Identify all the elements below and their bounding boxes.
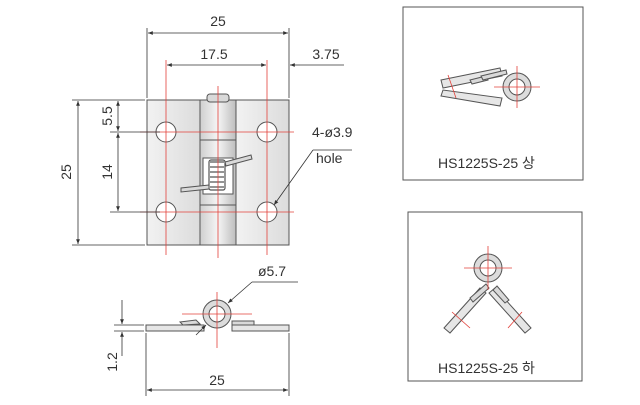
- left-leaf: [146, 99, 201, 246]
- dim-total-height: 25: [58, 99, 145, 246]
- dim-top-offset-text: 5.5: [99, 106, 115, 126]
- hole-callout-spec: 4-ø3.9: [312, 124, 353, 140]
- detail-lower-hinge: [443, 253, 532, 334]
- side-leaf-left: [145, 324, 205, 332]
- hole-callout: 4-ø3.9 hole: [273, 124, 353, 206]
- side-leaf-right: [231, 324, 290, 332]
- side-centerlines: [182, 292, 252, 348]
- detail-upper-frame: [402, 6, 584, 181]
- detail-lower-centerlines: [451, 246, 523, 329]
- dim-knuckle-dia-text: ø5.7: [258, 263, 286, 279]
- dim-thickness-text: 1.2: [104, 352, 120, 372]
- spring-arm-upper: [224, 154, 253, 167]
- front-centerlines: [140, 60, 294, 258]
- side-view: ø5.7 1.2 25: [104, 263, 298, 396]
- detail-upper-label: HS1225S-25 상: [438, 155, 535, 171]
- detail-lower: HS1225S-25 하: [407, 211, 583, 382]
- dim-total-height-text: 25: [58, 164, 74, 180]
- dim-hole-pitch: 14: [99, 133, 160, 213]
- side-spring-arm-right: [231, 320, 255, 326]
- dim-side-width-text: 25: [209, 372, 225, 388]
- dim-total-width-text: 25: [210, 13, 226, 29]
- dim-top-offset: 5.5: [99, 101, 160, 133]
- detail-upper: HS1225S-25 상: [402, 6, 584, 181]
- dim-hole-span: 17.5: [167, 46, 266, 67]
- detail-lower-frame: [407, 211, 583, 382]
- side-spring-arm: [178, 319, 202, 326]
- dim-edge-offset-text: 3.75: [312, 46, 339, 62]
- dim-edge-offset: 3.75: [290, 46, 344, 67]
- hole-callout-word: hole: [316, 150, 343, 166]
- spring-arm-lower: [180, 184, 210, 193]
- dim-knuckle-dia: ø5.7: [195, 263, 298, 336]
- detail-lower-label: HS1225S-25 하: [438, 360, 535, 376]
- dim-side-width: 25: [145, 333, 290, 396]
- dim-thickness: 1.2: [104, 300, 144, 372]
- spring-coil: [208, 159, 226, 191]
- dim-total-width: 25: [146, 13, 290, 98]
- detail-upper-centerlines: [447, 66, 540, 108]
- right-leaf: [235, 99, 290, 246]
- dim-hole-span-text: 17.5: [200, 46, 227, 62]
- dim-hole-pitch-text: 14: [99, 164, 115, 180]
- front-view: 25 17.5 3.75 25 5.5 14: [58, 13, 353, 258]
